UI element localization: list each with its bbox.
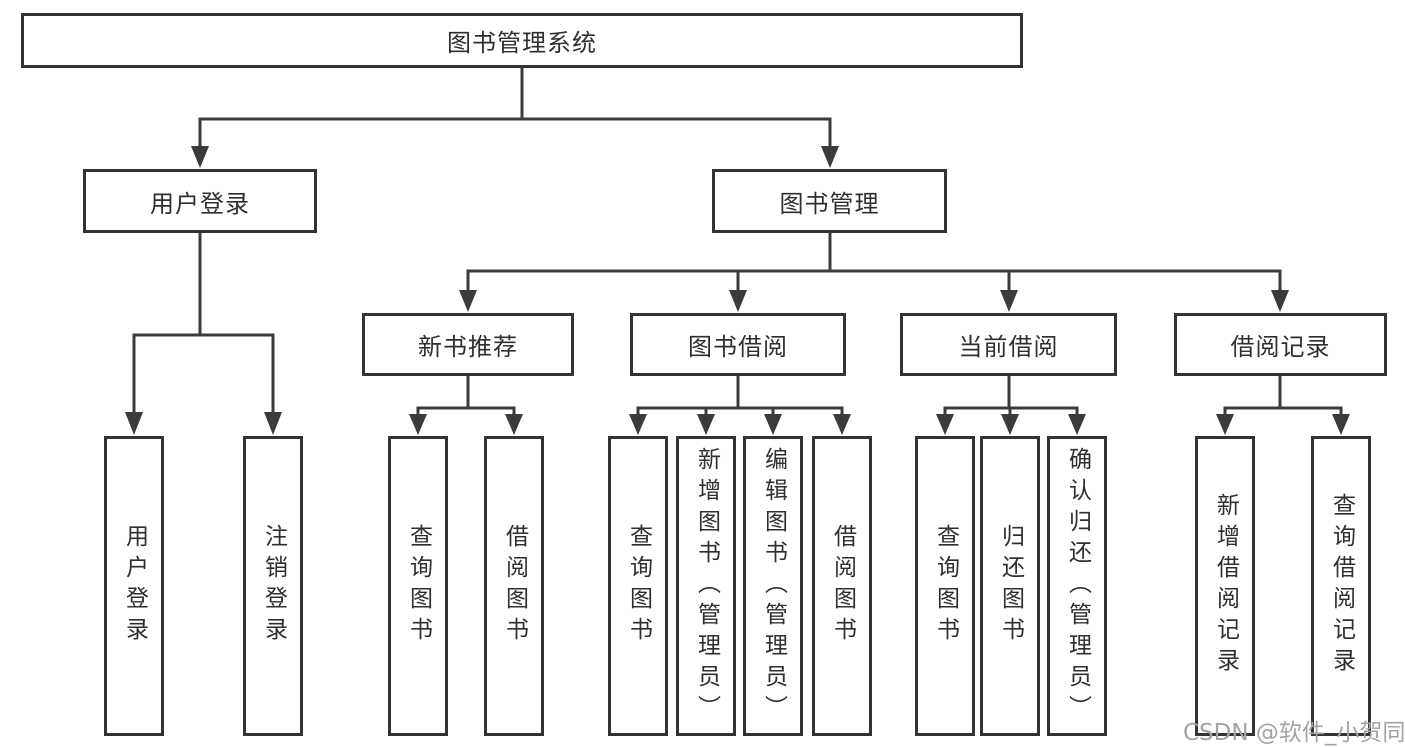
node-label: 借阅记录 xyxy=(1230,333,1331,361)
csdn-watermark: CSDN @软件_小贺同学 xyxy=(1183,720,1405,746)
node-leaf-add-books-admin: 新增图书（管理员） xyxy=(676,436,736,736)
node-leaf-edit-books-admin: 编辑图书（管理员） xyxy=(743,436,803,736)
node-leaf-query-books-new: 查询图书 xyxy=(388,436,448,736)
node-label: 当前借阅 xyxy=(958,333,1059,361)
node-label: 查询图书 xyxy=(932,524,959,648)
node-label: 借阅图书 xyxy=(829,524,856,648)
node-current-borrow: 当前借阅 xyxy=(900,313,1117,376)
node-new-book-recommend: 新书推荐 xyxy=(362,313,574,376)
connector-user-login xyxy=(132,233,275,414)
node-label: 图书管理 xyxy=(779,189,880,218)
node-leaf-borrow-books: 借阅图书 xyxy=(812,436,872,736)
node-leaf-query-borrow-record: 查询借阅记录 xyxy=(1311,436,1371,736)
node-label: 新书推荐 xyxy=(418,333,518,361)
node-leaf-query-books-current: 查询图书 xyxy=(915,436,975,736)
node-label: 查询图书 xyxy=(625,524,652,648)
node-root: 图书管理系统 xyxy=(21,13,1023,68)
node-label: 图书借阅 xyxy=(688,333,788,361)
connector-book-management xyxy=(466,233,1282,292)
node-user-login: 用户登录 xyxy=(83,169,317,233)
node-book-borrow: 图书借阅 xyxy=(630,313,846,376)
node-leaf-logout: 注销登录 xyxy=(243,436,303,736)
node-label: 用户登录 xyxy=(150,189,250,218)
node-label: 图书管理系统 xyxy=(447,29,597,57)
node-leaf-confirm-return-admin: 确认归还（管理员） xyxy=(1047,436,1107,736)
node-label: 用户登录 xyxy=(121,524,148,648)
node-label: 查询图书 xyxy=(405,524,432,648)
node-leaf-borrow-books-new: 借阅图书 xyxy=(484,436,544,736)
node-leaf-add-borrow-record: 新增借阅记录 xyxy=(1195,436,1255,736)
node-label: 确认归还（管理员） xyxy=(1064,446,1091,726)
connector-new-book xyxy=(416,376,516,417)
connector-borrow-records xyxy=(1223,376,1343,417)
node-book-management: 图书管理 xyxy=(712,169,947,233)
node-label: 借阅图书 xyxy=(501,524,528,648)
node-label: 新增借阅记录 xyxy=(1212,493,1239,679)
node-label: 新增图书（管理员） xyxy=(693,446,720,726)
node-label: 编辑图书（管理员） xyxy=(760,446,787,726)
node-label: 归还图书 xyxy=(997,524,1024,648)
node-leaf-query-books-borrow: 查询图书 xyxy=(608,436,668,736)
node-label: 注销登录 xyxy=(260,524,287,648)
arrowheads xyxy=(125,146,1350,435)
node-label: 查询借阅记录 xyxy=(1328,493,1355,679)
node-leaf-user-login: 用户登录 xyxy=(104,436,164,736)
node-leaf-return-books: 归还图书 xyxy=(980,436,1040,736)
connector-current-borrow xyxy=(943,376,1079,417)
connector-root xyxy=(198,68,832,148)
connector-book-borrow xyxy=(636,376,844,417)
node-borrow-records: 借阅记录 xyxy=(1174,313,1387,376)
